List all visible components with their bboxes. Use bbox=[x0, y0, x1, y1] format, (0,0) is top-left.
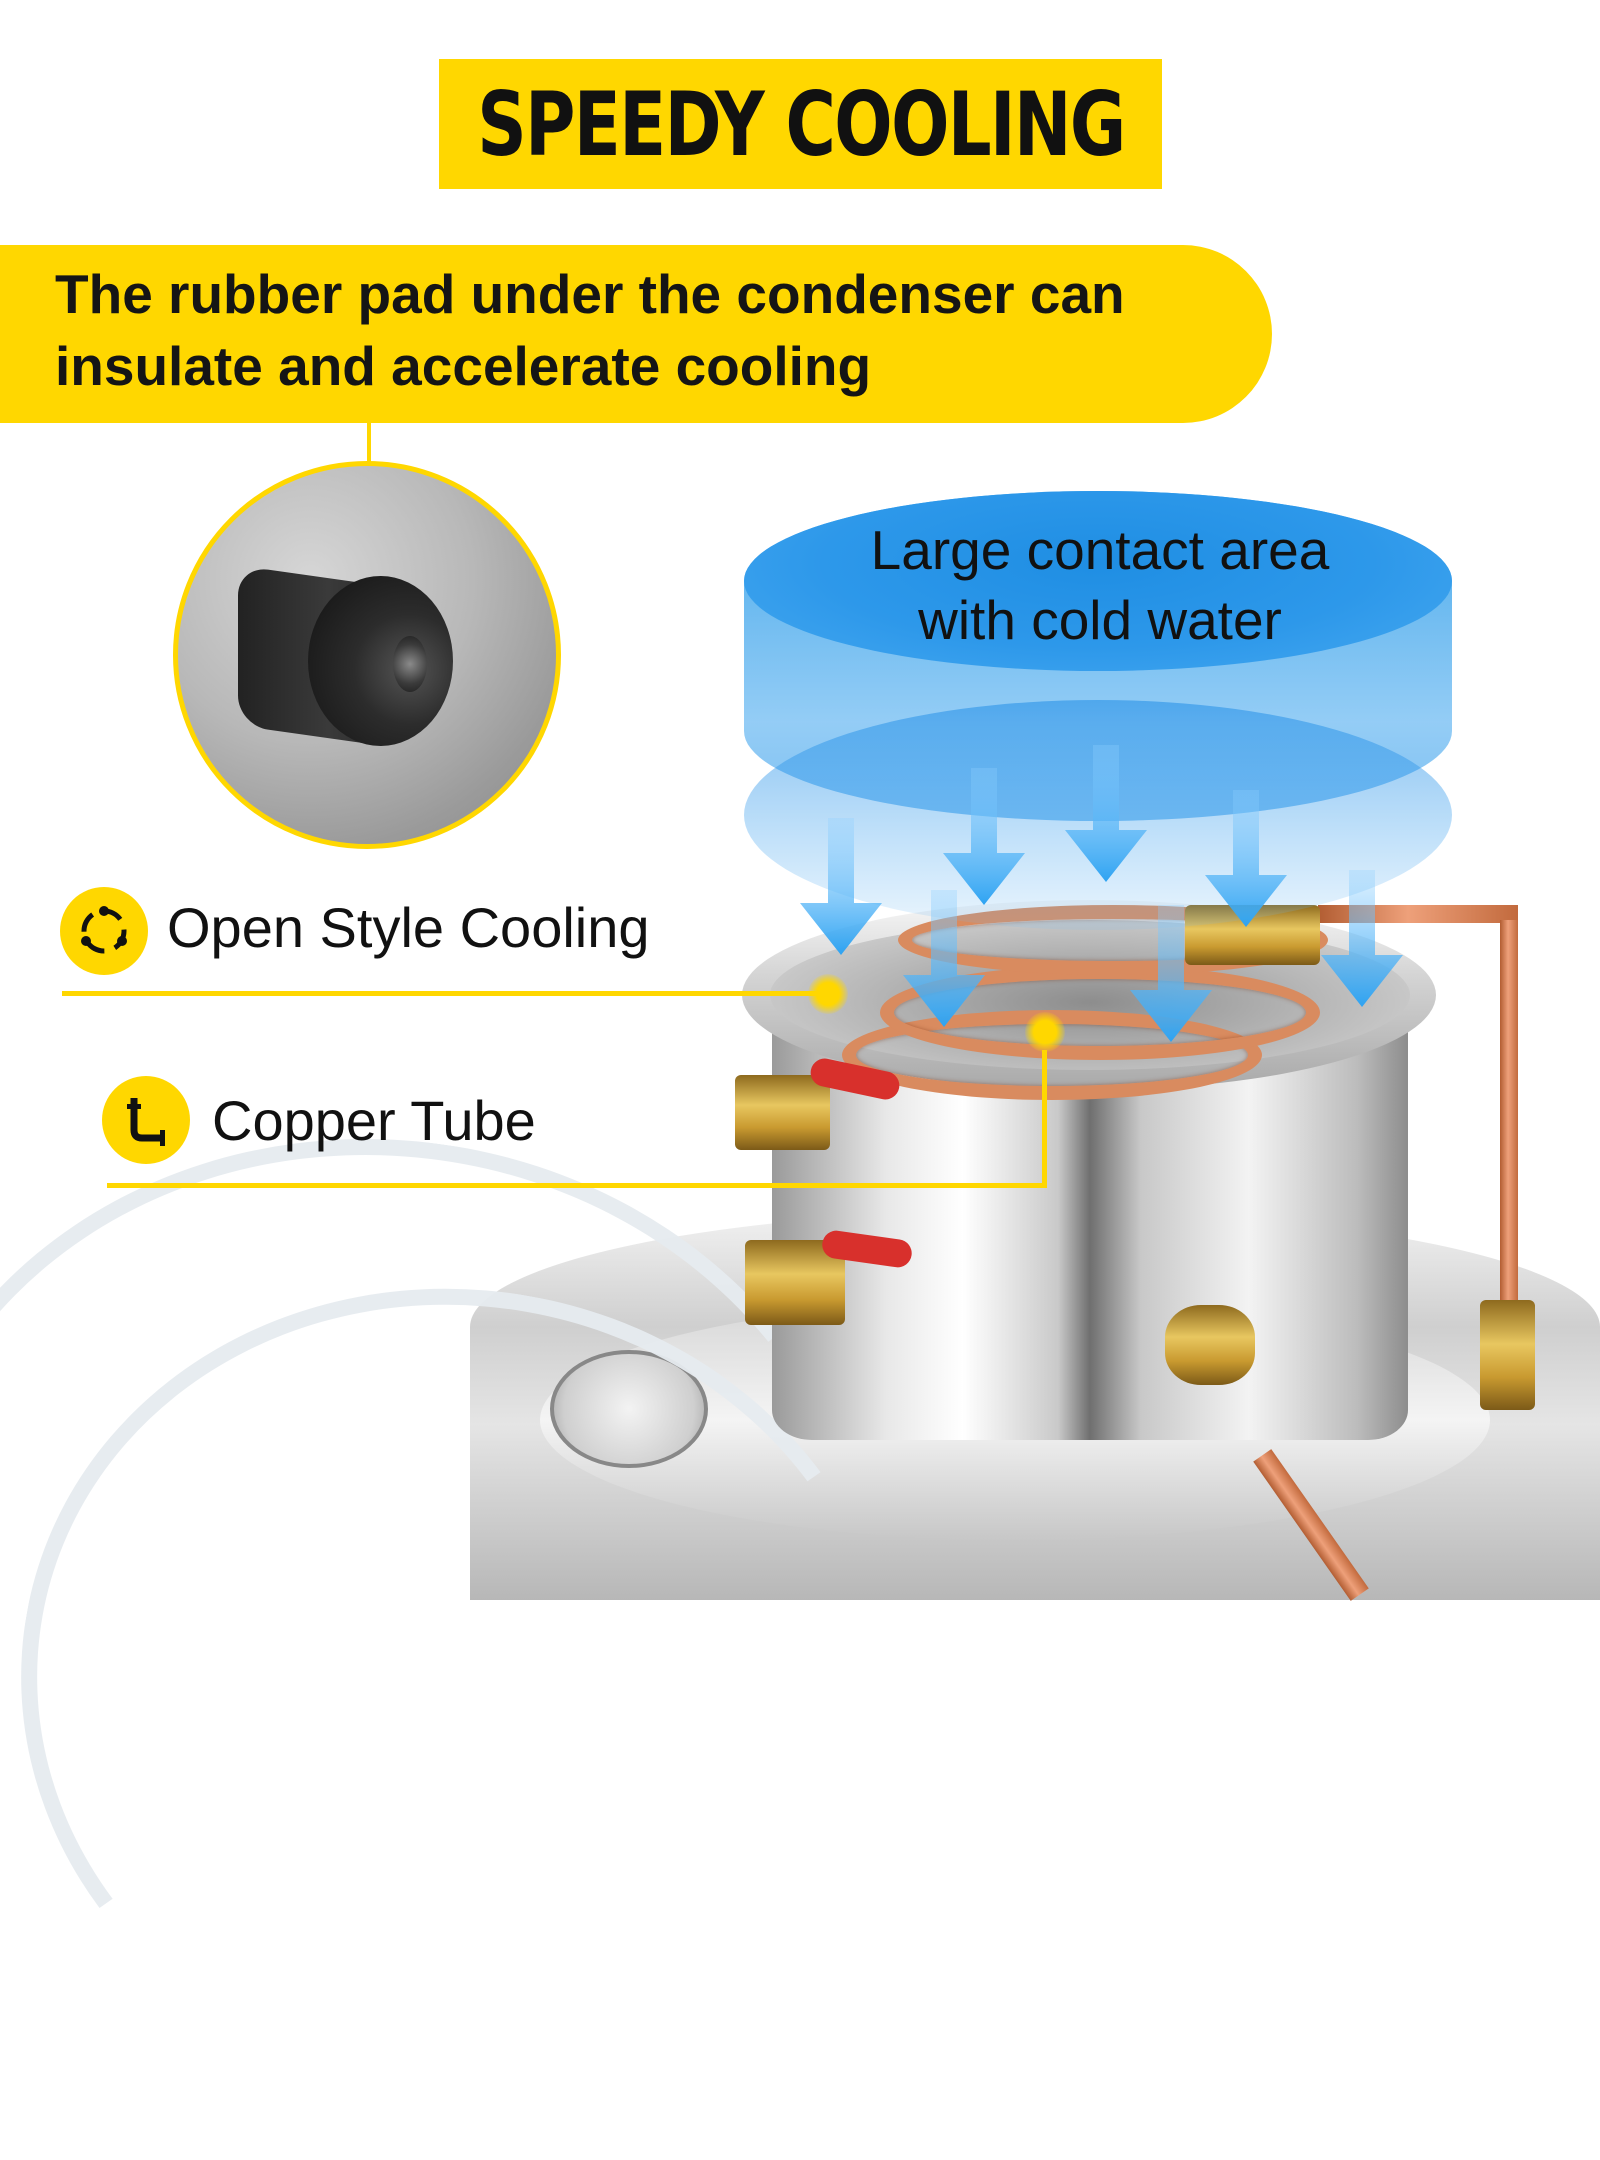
open-cooling-icon bbox=[81, 906, 127, 954]
feature-label-copper-tube: Copper Tube bbox=[212, 1089, 536, 1152]
open-cooling-marker bbox=[808, 974, 848, 1014]
arrow-down-icon bbox=[1130, 905, 1212, 1042]
open-cooling-leader bbox=[62, 991, 827, 996]
callout-connector bbox=[367, 423, 371, 465]
arrow-down-icon bbox=[1321, 870, 1403, 1007]
copper-tube-icon-badge bbox=[102, 1076, 190, 1164]
callout-line-2: insulate and accelerate cooling bbox=[55, 335, 872, 397]
rubber-pad-hole bbox=[393, 636, 427, 692]
open-cooling-icon-badge bbox=[60, 887, 148, 975]
cold-water-top bbox=[744, 491, 1452, 671]
rubber-pad-detail bbox=[173, 461, 561, 849]
copper-tube-leader bbox=[107, 1183, 1047, 1188]
rubber-pad bbox=[308, 576, 453, 746]
brass-outlet bbox=[1165, 1305, 1255, 1385]
arrow-down-icon bbox=[1065, 745, 1147, 882]
feature-label-open-cooling: Open Style Cooling bbox=[167, 896, 650, 959]
brass-fitting-lower bbox=[1480, 1300, 1535, 1410]
cooling-arrows bbox=[800, 745, 1403, 1042]
water-label-line-1: Large contact area bbox=[870, 519, 1330, 581]
pipe-icon bbox=[127, 1098, 165, 1146]
arrow-down-icon bbox=[1205, 790, 1287, 927]
arrow-down-icon bbox=[903, 890, 985, 1027]
arrow-down-icon bbox=[800, 818, 882, 955]
copper-down-pipe bbox=[1500, 920, 1518, 1300]
water-label-line-2: with cold water bbox=[918, 589, 1282, 651]
page-title: SPEEDY COOLING bbox=[476, 72, 1126, 176]
callout-text: The rubber pad under the condenser can i… bbox=[55, 258, 1255, 402]
callout-line-1: The rubber pad under the condenser can bbox=[55, 263, 1125, 325]
copper-tube-leader-vertical bbox=[1042, 1050, 1047, 1188]
callout-banner bbox=[0, 245, 1272, 423]
valve-upper bbox=[735, 1075, 830, 1150]
thermometer-gauge bbox=[550, 1350, 708, 1468]
title-banner: SPEEDY COOLING bbox=[439, 59, 1162, 189]
water-label: Large contact area with cold water bbox=[760, 515, 1440, 655]
copper-tube-marker bbox=[1025, 1012, 1065, 1052]
arrow-down-icon bbox=[943, 768, 1025, 905]
